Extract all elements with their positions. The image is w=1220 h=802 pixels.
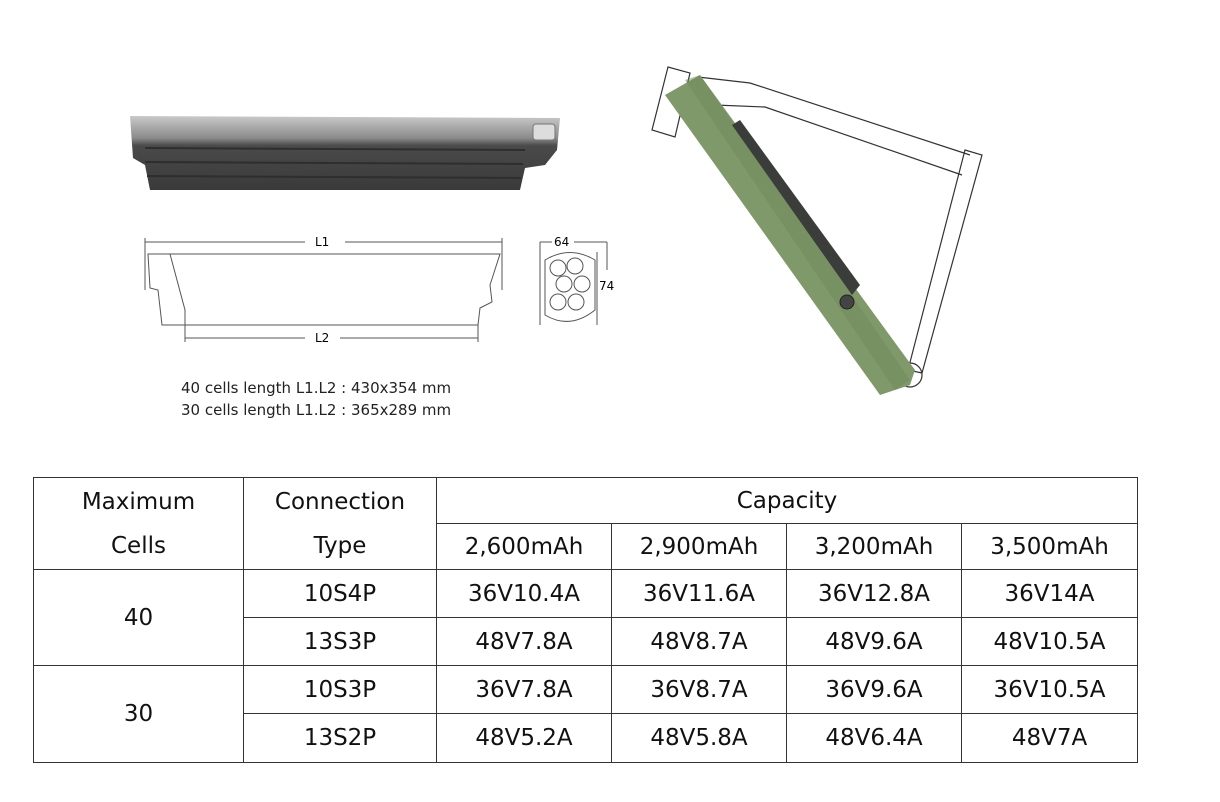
table-cell: 36V11.6A xyxy=(611,569,787,618)
table-row: 30 10S3P 36V7.8A 36V8.7A 36V9.6A 36V10.5… xyxy=(33,665,1138,763)
caption-line: 40 cells length L1.L2 : 430x354 mm xyxy=(181,379,452,397)
battery-side-image xyxy=(130,116,560,190)
caption-line: 30 cells length L1.L2 : 365x289 mm xyxy=(181,401,452,419)
capacity-header: 3,500mAh xyxy=(961,523,1138,570)
table-row: 13S2P 48V5.2A 48V5.8A 48V6.4A 48V7A xyxy=(34,713,1138,763)
table-row: 40 10S4P 36V10.4A 36V11.6A 36V12.8A 36V1… xyxy=(33,569,1138,666)
table-cell: 48V6.4A xyxy=(786,713,962,763)
header-text: Cells xyxy=(111,532,166,559)
capacity-header: 2,900mAh xyxy=(611,523,787,570)
width-label: 64 xyxy=(554,235,569,249)
table-cell: 48V5.2A xyxy=(436,713,612,763)
header-max-cells: Maximum Cells xyxy=(33,477,244,570)
table-cell: 48V8.7A xyxy=(611,617,787,666)
connection-type: 13S2P xyxy=(243,713,437,763)
table-cell: 48V9.6A xyxy=(786,617,962,666)
l2-label: L2 xyxy=(315,331,329,345)
table-cell: 36V8.7A xyxy=(611,665,787,714)
bike-frame-image xyxy=(651,66,983,395)
table-row: 13S3P 48V7.8A 48V8.7A 48V9.6A 48V10.5A xyxy=(34,617,1138,666)
table-cell: 48V10.5A xyxy=(961,617,1138,666)
table-cell: 48V7.8A xyxy=(436,617,612,666)
connection-type: 10S4P xyxy=(243,569,437,618)
cells-count: 40 xyxy=(33,569,244,666)
table-cell: 48V7A xyxy=(961,713,1138,763)
table-cell: 36V7.8A xyxy=(436,665,612,714)
connection-type: 10S3P xyxy=(243,665,437,714)
height-label: 74 xyxy=(599,279,614,293)
table-cell: 36V9.6A xyxy=(786,665,962,714)
cells-count: 30 xyxy=(33,665,244,763)
table-cell: 36V14A xyxy=(961,569,1138,618)
dimension-drawing: L1 L2 64 74 xyxy=(144,235,614,345)
table-cell: 36V10.5A xyxy=(961,665,1138,714)
table-cell: 36V12.8A xyxy=(786,569,962,618)
table-cell: 36V10.4A xyxy=(436,569,612,618)
capacity-header: 3,200mAh xyxy=(786,523,962,570)
cell-length-caption: 40 cells length L1.L2 : 430x354 mm 30 ce… xyxy=(181,377,451,421)
header-text: Connection xyxy=(274,488,406,515)
header-text: Maximum xyxy=(81,488,196,515)
l1-label: L1 xyxy=(315,235,329,249)
connection-type: 13S3P xyxy=(243,617,437,666)
header-text: Type xyxy=(313,532,367,559)
table-cell: 48V5.8A xyxy=(611,713,787,763)
capacity-header: 2,600mAh xyxy=(436,523,612,570)
header-connection-type: Connection Type xyxy=(243,477,437,570)
capacity-table: Maximum Cells Connection Type Capacity 2… xyxy=(33,477,1138,763)
header-capacity: Capacity xyxy=(436,477,1138,524)
